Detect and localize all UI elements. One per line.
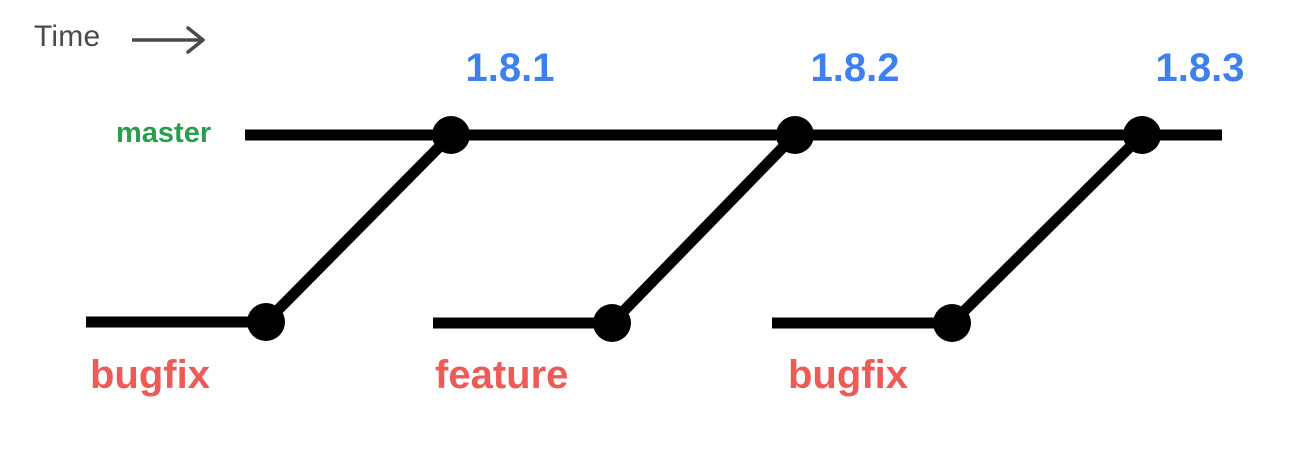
- master-branch-label: master: [116, 117, 212, 149]
- branch-label-bugfix-1: bugfix: [90, 353, 210, 397]
- commit-node-release-1: [432, 116, 470, 154]
- commit-node-bugfix-2: [933, 304, 971, 342]
- merge-line-feature: [608, 131, 799, 327]
- branch-label-feature: feature: [435, 353, 569, 397]
- branch-label-bugfix-2: bugfix: [788, 353, 908, 397]
- commit-node-release-2: [776, 116, 814, 154]
- release-tag-3: 1.8.3: [1155, 46, 1245, 90]
- time-axis-label: Time: [34, 20, 101, 53]
- release-tag-1: 1.8.1: [465, 46, 555, 90]
- commit-node-bugfix-1: [247, 303, 285, 341]
- commit-node-release-3: [1123, 116, 1161, 154]
- merge-line-bugfix-2: [948, 131, 1146, 327]
- time-arrow-icon: [132, 26, 205, 54]
- release-tag-2: 1.8.2: [810, 46, 900, 90]
- commit-node-feature: [593, 304, 631, 342]
- merge-line-bugfix-1: [262, 131, 455, 326]
